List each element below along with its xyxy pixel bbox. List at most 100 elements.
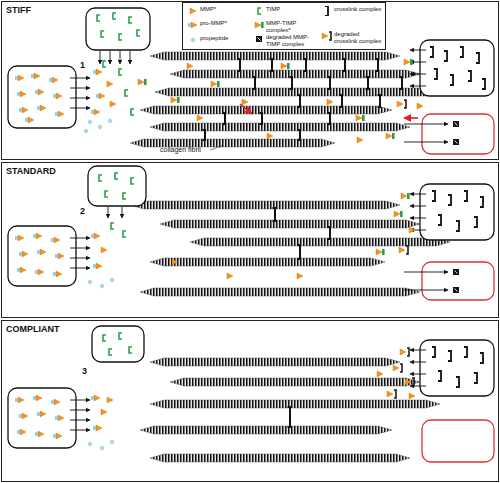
propeptide-symbol (88, 120, 93, 125)
pro-symbol (15, 397, 24, 403)
legend-text: MMP* (200, 6, 250, 13)
legend-swatch (321, 31, 333, 41)
degcomplex-symbol (256, 36, 262, 42)
degcomplex-symbol (453, 139, 459, 145)
collagen-fibril (150, 358, 400, 366)
propeptide-symbol (88, 442, 93, 447)
legend-text: MMP-TIMP complex* (266, 20, 316, 34)
pro-symbol (51, 237, 60, 243)
collagen-fibril (150, 52, 400, 60)
collagen-fibril (170, 378, 420, 386)
pro-symbol (55, 415, 64, 421)
timp-symbol (115, 173, 118, 179)
crosslink-symbol (325, 6, 328, 16)
collagen-fibril (140, 288, 420, 296)
panel-artwork (8, 326, 494, 462)
arrow (404, 142, 448, 143)
pro-symbol (17, 91, 26, 97)
mmp-symbol (409, 227, 415, 233)
legend-item: degraded crosslink complex (321, 31, 385, 47)
leader-line (210, 146, 222, 150)
degcross-symbol (387, 390, 396, 398)
cell (92, 326, 144, 362)
crosslink-symbol (474, 217, 477, 227)
crosslink (298, 245, 301, 259)
mmp-symbol (297, 273, 303, 279)
mmp-symbol (101, 247, 107, 253)
legend-item: crosslink complex (321, 6, 385, 22)
degcross-symbol (400, 348, 409, 356)
panel: STANDARD (1, 162, 499, 318)
pro-symbol (55, 111, 64, 117)
timp-symbol (103, 335, 106, 341)
complex-symbol (404, 59, 413, 65)
degcomplex-symbol (453, 269, 459, 275)
mmp-symbol (197, 115, 203, 121)
pro-symbol (93, 69, 102, 75)
pro-symbol (17, 267, 26, 273)
legend-text: propeptide (200, 35, 250, 42)
arrow (410, 374, 426, 375)
artwork (8, 8, 494, 462)
callout-number: 1 (80, 60, 85, 70)
pro-symbol (19, 107, 28, 113)
crosslink (298, 95, 301, 107)
pro-symbol (53, 433, 62, 439)
arrow (410, 218, 426, 219)
crosslink (400, 77, 403, 89)
arrow (70, 98, 90, 99)
collagen-fibril (170, 70, 420, 78)
arrow (122, 207, 123, 218)
legend-item: degraded MMP-TIMP complex (253, 34, 317, 50)
panel-heading: STIFF (6, 5, 31, 15)
arrow (70, 88, 90, 89)
degcomplex-symbol (453, 121, 459, 127)
crosslink (260, 113, 263, 124)
arrow (130, 51, 131, 64)
pro-symbol (35, 269, 44, 275)
arrow (70, 108, 90, 109)
timp-symbol (131, 178, 134, 184)
cell (86, 8, 150, 50)
degcomplex-symbol (453, 287, 459, 293)
mmp-symbol (409, 393, 415, 399)
cell (420, 184, 494, 240)
mmp-symbol (377, 371, 383, 377)
mmp-symbol (227, 273, 233, 279)
crosslink (298, 130, 301, 140)
arrow (410, 350, 426, 351)
crosslink (328, 77, 331, 89)
propeptide-symbol (110, 440, 115, 445)
complex-symbol (171, 97, 180, 103)
panel-heading: COMPLIANT (6, 324, 60, 334)
pro-symbol (25, 117, 34, 123)
crosslink-symbol (468, 71, 471, 81)
pro-symbol (53, 93, 62, 99)
degcross-symbol (322, 32, 331, 40)
timp-symbol (119, 69, 122, 75)
pro-symbol (15, 235, 24, 241)
pro-symbol (37, 105, 46, 111)
complex-symbol (376, 249, 385, 255)
timp-symbol (113, 13, 116, 19)
degradation-cell (422, 420, 494, 462)
degcross-symbol (397, 100, 406, 108)
arrow (410, 194, 426, 195)
arrow (120, 51, 121, 64)
arrow (70, 238, 90, 239)
legend-box: MMP*TIMPcrosslink complexpro-MMP*MMP-TIM… (182, 2, 386, 50)
arrow (410, 74, 426, 75)
timp-symbol (111, 223, 114, 229)
legend-swatch (321, 6, 333, 16)
pro-symbol (17, 429, 26, 435)
crosslink-symbol (456, 377, 459, 387)
arrow (404, 290, 448, 291)
timp-symbol (99, 175, 102, 181)
panel: COMPLIANT (1, 320, 499, 482)
legend-swatch (253, 34, 265, 44)
arrow (70, 78, 90, 79)
cell (8, 66, 76, 128)
legend-text: TIMP (266, 6, 316, 13)
arrow (404, 124, 448, 125)
propeptide-symbol (191, 38, 196, 43)
